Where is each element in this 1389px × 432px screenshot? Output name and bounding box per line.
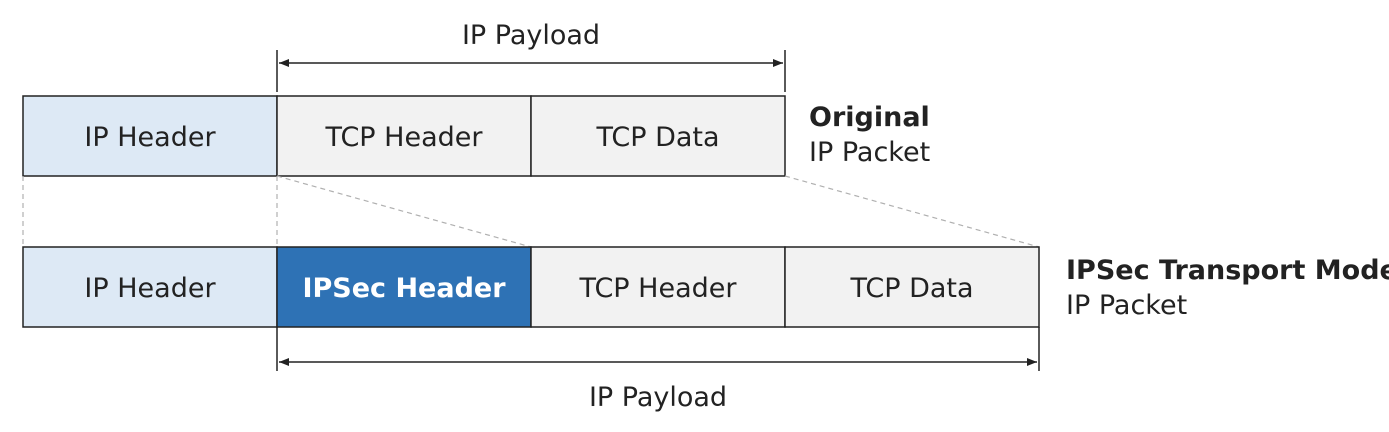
top-seg-tcp-header-label: TCP Header	[325, 122, 484, 153]
top-seg-tcp-header	[276, 95, 532, 177]
dashed-line-payload-start	[276, 175, 532, 248]
dashed-line-payload-end	[784, 175, 1040, 248]
bottom-payload-label: IP Payload	[589, 382, 727, 413]
bottom-seg-ipsec-header-label: IPSec Header	[302, 273, 506, 304]
bottom-seg-tcp-data-label: TCP Data	[849, 273, 973, 304]
bottom-seg-tcp-header-label: TCP Header	[579, 273, 738, 304]
ipsec-transport-packet: IP Header IPSec Header TCP Header TCP Da…	[22, 246, 1040, 328]
top-seg-ip-header-label: IP Header	[84, 122, 216, 153]
original-packet-subtitle: IP Packet	[809, 137, 930, 168]
original-packet-title: Original	[809, 102, 930, 133]
bottom-payload-annotation: IP Payload	[276, 327, 1040, 413]
bottom-seg-tcp-data	[784, 246, 1040, 328]
mapping-lines	[22, 175, 1040, 248]
ipsec-packet-subtitle: IP Packet	[1066, 290, 1187, 321]
bottom-seg-ip-header-label: IP Header	[84, 273, 216, 304]
top-seg-tcp-data-label: TCP Data	[595, 122, 719, 153]
top-seg-ip-header	[22, 95, 278, 177]
top-payload-label: IP Payload	[462, 20, 600, 51]
original-packet: IP Header TCP Header TCP Data	[22, 95, 786, 177]
ipsec-packet-title: IPSec Transport Mode	[1066, 255, 1389, 286]
top-payload-annotation: IP Payload	[276, 20, 786, 92]
top-seg-tcp-data	[530, 95, 786, 177]
